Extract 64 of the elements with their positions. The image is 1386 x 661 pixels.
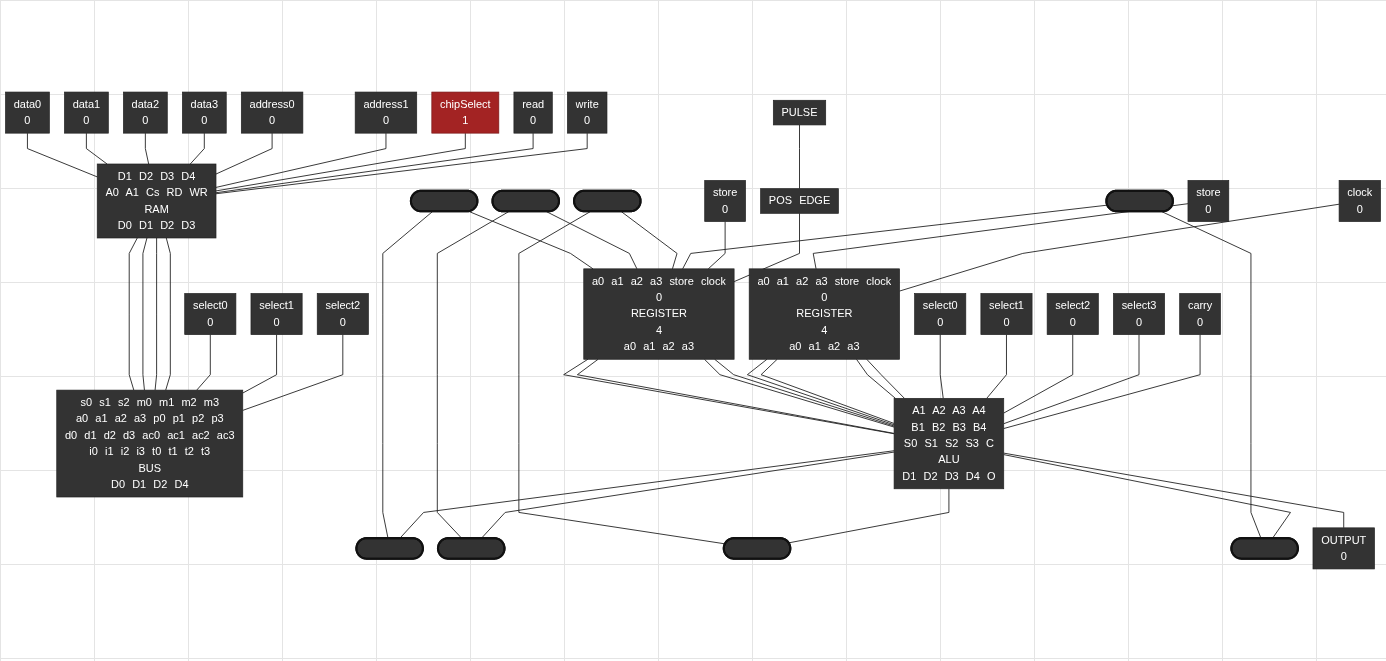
connector bbox=[196, 334, 211, 391]
connector bbox=[215, 132, 588, 195]
node-box: D1 D2 D3 D4 A0 A1 Cs RD WR RAM D0 D1 D2 D3 bbox=[96, 163, 217, 239]
node-box: select0 0 bbox=[914, 293, 967, 335]
connector bbox=[788, 488, 950, 544]
connector bbox=[189, 132, 205, 165]
node-box: read 0 bbox=[513, 91, 553, 134]
connector bbox=[142, 237, 148, 391]
node-box: a0 a1 a2 a3 store clock 0 REGISTER 4 a0 a1 a2 a3 bbox=[583, 268, 735, 360]
connector bbox=[1003, 454, 1291, 539]
node-box: carry 0 bbox=[1179, 293, 1221, 335]
node-box: address1 0 bbox=[354, 91, 418, 134]
node-box: chipSelect 1 bbox=[431, 91, 500, 134]
connector bbox=[939, 334, 944, 399]
connector bbox=[165, 237, 171, 391]
connector bbox=[986, 334, 1007, 399]
connector bbox=[812, 203, 1189, 270]
connector bbox=[215, 132, 387, 188]
node-box: PULSE bbox=[772, 99, 827, 126]
node-box: A1 A2 A3 A4 B1 B2 B3 B4 S0 S1 S2 S3 C ALU D1 D2 D3 D4 O bbox=[893, 398, 1005, 490]
connector bbox=[215, 132, 273, 175]
connector bbox=[215, 132, 534, 194]
node-box: data3 0 bbox=[182, 91, 227, 134]
connector bbox=[1003, 334, 1201, 429]
node-box: select1 0 bbox=[980, 293, 1033, 335]
connector bbox=[899, 203, 1340, 292]
connector bbox=[144, 132, 150, 165]
connector bbox=[1003, 334, 1140, 425]
connector bbox=[1003, 452, 1345, 529]
node-box: POS EDGE bbox=[760, 188, 839, 214]
node-box: address0 0 bbox=[240, 91, 304, 134]
connector bbox=[856, 358, 896, 399]
connector bbox=[128, 237, 138, 391]
connector bbox=[866, 358, 905, 399]
node-box: s0 s1 s2 m0 m1 m2 m3 a0 a1 a2 a3 p0 p1 p2 p3 d0 d1 d2 d3 ac0 ac1 ac2 ac3 i0 i1 i2 i3 t0 t1 t2 t3 BUS D0 D1 D2 D4 bbox=[56, 389, 244, 498]
connector bbox=[799, 124, 800, 190]
connector bbox=[382, 211, 433, 539]
node-box: select2 0 bbox=[1046, 293, 1099, 335]
node-box: select0 0 bbox=[184, 293, 237, 335]
connector bbox=[480, 451, 895, 539]
connector bbox=[707, 221, 726, 270]
connector bbox=[399, 450, 895, 539]
node-box: a0 a1 a2 a3 store clock 0 REGISTER 4 a0 a1 a2 a3 bbox=[748, 268, 900, 360]
connector bbox=[733, 212, 800, 283]
connector bbox=[26, 132, 98, 178]
connector bbox=[682, 204, 1108, 270]
connector bbox=[518, 211, 726, 545]
connector bbox=[242, 334, 344, 411]
node-box: store 0 bbox=[1187, 180, 1230, 222]
node-box: select3 0 bbox=[1113, 293, 1165, 335]
connector bbox=[468, 211, 594, 270]
node-box: select2 0 bbox=[316, 293, 369, 335]
node-box: data1 0 bbox=[64, 91, 109, 134]
connector bbox=[85, 132, 108, 165]
node-box: clock 0 bbox=[1338, 180, 1381, 222]
node-box: select1 0 bbox=[250, 293, 303, 335]
node-box: OUTPUT 0 bbox=[1312, 527, 1375, 570]
connector bbox=[215, 132, 466, 192]
node-box: data2 0 bbox=[123, 91, 168, 134]
node-box: store 0 bbox=[704, 180, 746, 222]
connector bbox=[154, 237, 158, 391]
node-box: data0 0 bbox=[5, 91, 50, 134]
node-box: write 0 bbox=[567, 91, 608, 134]
connector bbox=[1003, 334, 1074, 414]
